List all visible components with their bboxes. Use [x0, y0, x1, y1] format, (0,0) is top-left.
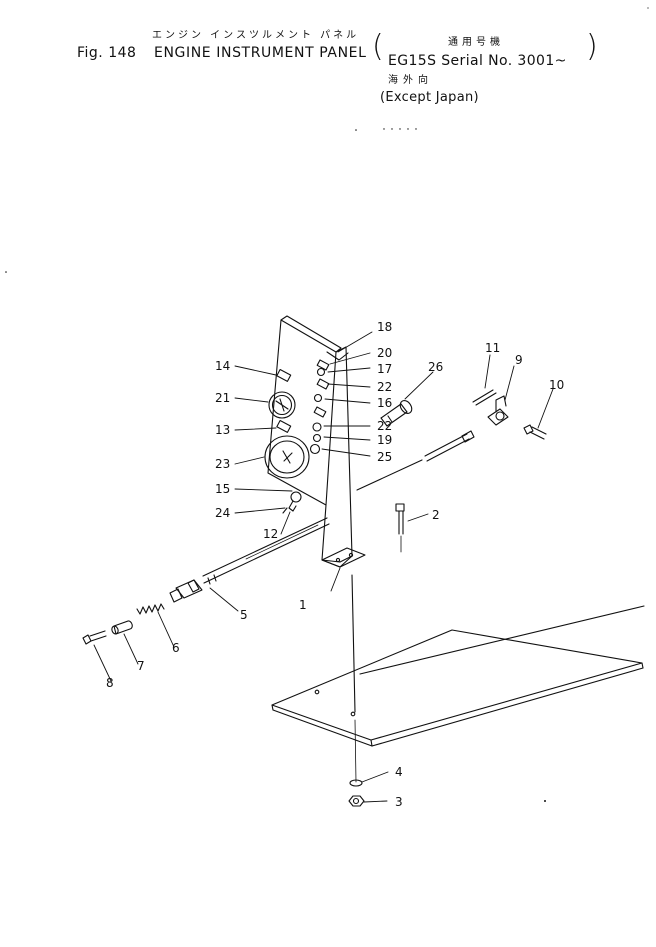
callout-4: 4	[395, 765, 403, 779]
japanese-model-label: 通用号機	[448, 37, 504, 48]
mounting-bolt	[395, 503, 405, 553]
callout-1: 1	[299, 598, 307, 612]
callout-2: 2	[432, 508, 440, 522]
callout-24: 24	[215, 506, 230, 520]
callout-6: 6	[172, 641, 180, 655]
callout-12: 12	[263, 527, 278, 541]
instrument-panel-bracket	[267, 315, 366, 568]
callout-10: 10	[549, 378, 564, 392]
cotter-pin	[472, 389, 497, 406]
cable-sleeve	[111, 620, 133, 635]
hex-nut	[348, 795, 365, 807]
governor-rod	[424, 430, 475, 462]
tachometer-gauge	[268, 391, 296, 419]
cable-bolt	[82, 630, 107, 645]
washer-axis-line	[354, 719, 357, 783]
mount-axis-line	[351, 574, 356, 713]
throttle-cable	[169, 517, 330, 603]
callout-18: 18	[377, 320, 392, 334]
clevis-pin	[523, 424, 547, 440]
print-specks	[5, 7, 649, 802]
page-title: ENGINE INSTRUMENT PANEL	[154, 45, 367, 61]
callout-16: 16	[377, 396, 392, 410]
callout-22b: 22	[377, 419, 392, 433]
callout-22a: 22	[377, 380, 392, 394]
callout-15: 15	[215, 482, 230, 496]
indicator-lamps	[276, 359, 330, 455]
callout-14: 14	[215, 359, 230, 373]
japanese-destination: 海外向	[388, 75, 433, 86]
reference-line	[359, 605, 645, 675]
callout-8: 8	[106, 676, 114, 690]
base-plate	[271, 629, 644, 747]
linkage-axis-line	[356, 459, 423, 491]
callout-11: 11	[485, 341, 500, 355]
cable-axis-line	[245, 524, 319, 560]
callout-20: 20	[377, 346, 392, 360]
clevis-joint	[487, 395, 509, 426]
key-switch	[282, 491, 302, 514]
callout-26: 26	[428, 360, 443, 374]
callout-25: 25	[377, 450, 392, 464]
japanese-title: エンジン インスツルメント パネル	[152, 30, 360, 41]
callout-21: 21	[215, 391, 230, 405]
pull-knob	[380, 400, 413, 427]
callout-5: 5	[240, 608, 248, 622]
lock-washer	[349, 779, 363, 787]
hour-meter-gauge	[264, 435, 310, 479]
callout-17: 17	[377, 362, 392, 376]
callout-19: 19	[377, 433, 392, 447]
callout-13: 13	[215, 423, 230, 437]
close-parenthesis: )	[586, 29, 598, 64]
callout-23: 23	[215, 457, 230, 471]
figure-number: Fig. 148	[77, 45, 137, 61]
open-parenthesis: (	[372, 29, 384, 64]
destination-note: (Except Japan)	[380, 90, 479, 105]
callout-group: 1 2 3 4 5 6 7 8 9 10 11 12 13 14 15 16 1…	[93, 320, 564, 809]
callout-3: 3	[395, 795, 403, 809]
serial-number: EG15S Serial No. 3001~	[388, 53, 567, 69]
return-spring	[136, 603, 165, 615]
callout-7: 7	[137, 659, 145, 673]
callout-9: 9	[515, 353, 523, 367]
